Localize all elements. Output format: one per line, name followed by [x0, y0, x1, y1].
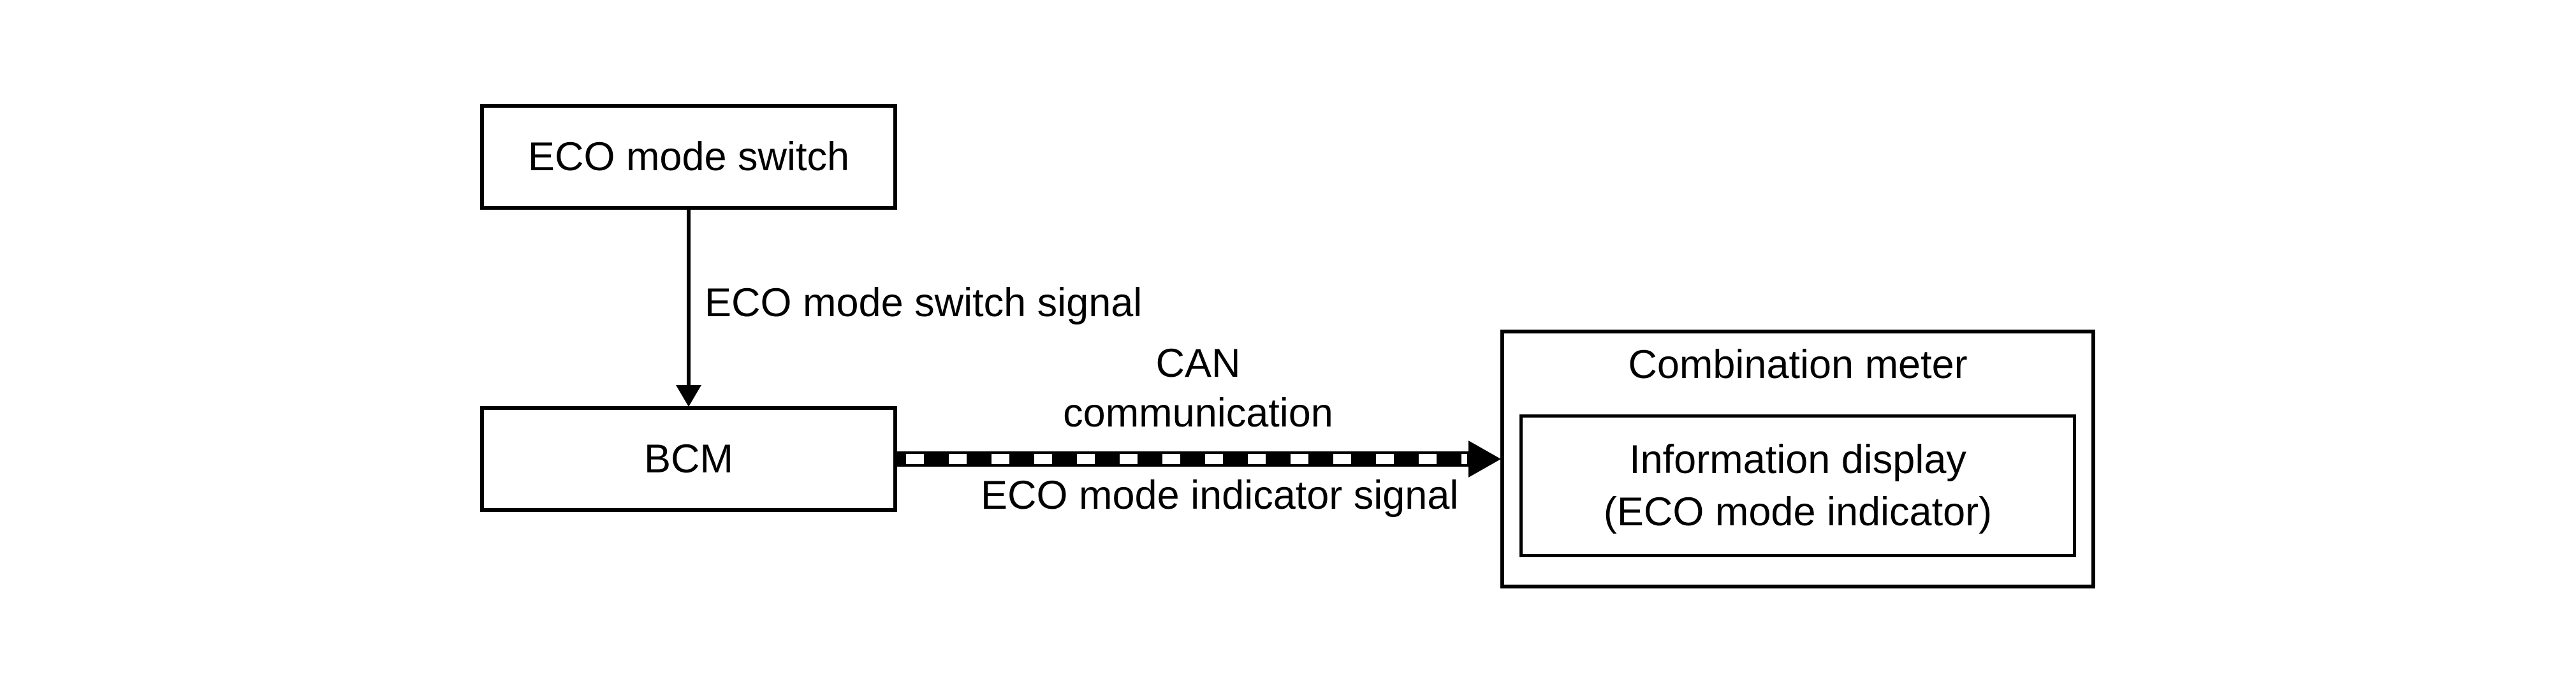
bcm-label: BCM: [644, 437, 733, 481]
information-display-label-line2: (ECO mode indicator): [1603, 490, 1993, 534]
eco-mode-switch-box: ECO mode switch: [480, 104, 897, 210]
can-communication-label: CAN communication: [975, 339, 1421, 438]
can-communication-label-line2: communication: [1063, 391, 1333, 435]
combination-meter-label: Combination meter: [1628, 342, 1968, 387]
arrow-down-icon: [676, 385, 701, 407]
eco-mode-switch-signal-label: ECO mode switch signal: [705, 281, 1143, 325]
can-communication-label-line1: CAN: [1155, 341, 1241, 386]
bcm-box: BCM: [480, 406, 897, 512]
information-display-label-line1: Information display: [1629, 437, 1966, 482]
switch-to-bcm-connector-line: [687, 210, 691, 386]
information-display-box: Information display (ECO mode indicator): [1519, 414, 2076, 557]
arrow-right-icon: [1468, 441, 1501, 478]
can-bus-dashed-arrow: [897, 451, 1468, 467]
eco-mode-switch-label: ECO mode switch: [527, 135, 850, 179]
eco-mode-indicator-signal-label: ECO mode indicator signal: [981, 473, 1459, 518]
